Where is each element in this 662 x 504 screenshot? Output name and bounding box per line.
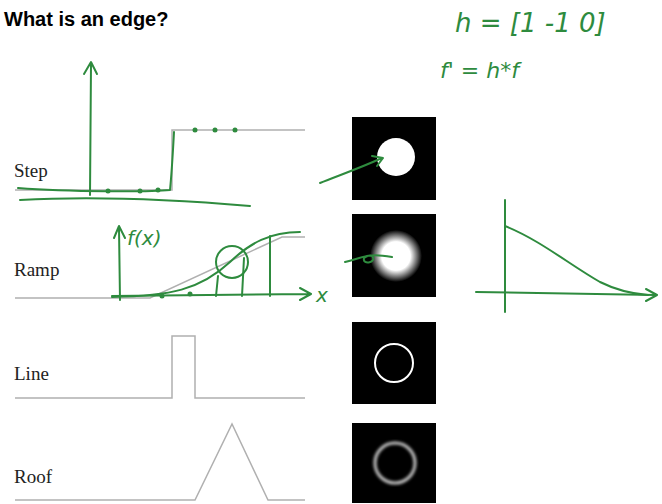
profile-label: Step (14, 160, 48, 182)
profile-label: Line (14, 363, 49, 385)
profile-label: Ramp (14, 259, 59, 281)
axis-label: x (316, 283, 328, 307)
profile-label: Roof (14, 466, 52, 488)
slide-title: What is an edge? (4, 8, 168, 31)
convolution-note: f' = h*f (440, 58, 519, 83)
axis-label: f(x) (127, 226, 161, 250)
filter-note: h = [1 -1 0] (455, 8, 606, 38)
